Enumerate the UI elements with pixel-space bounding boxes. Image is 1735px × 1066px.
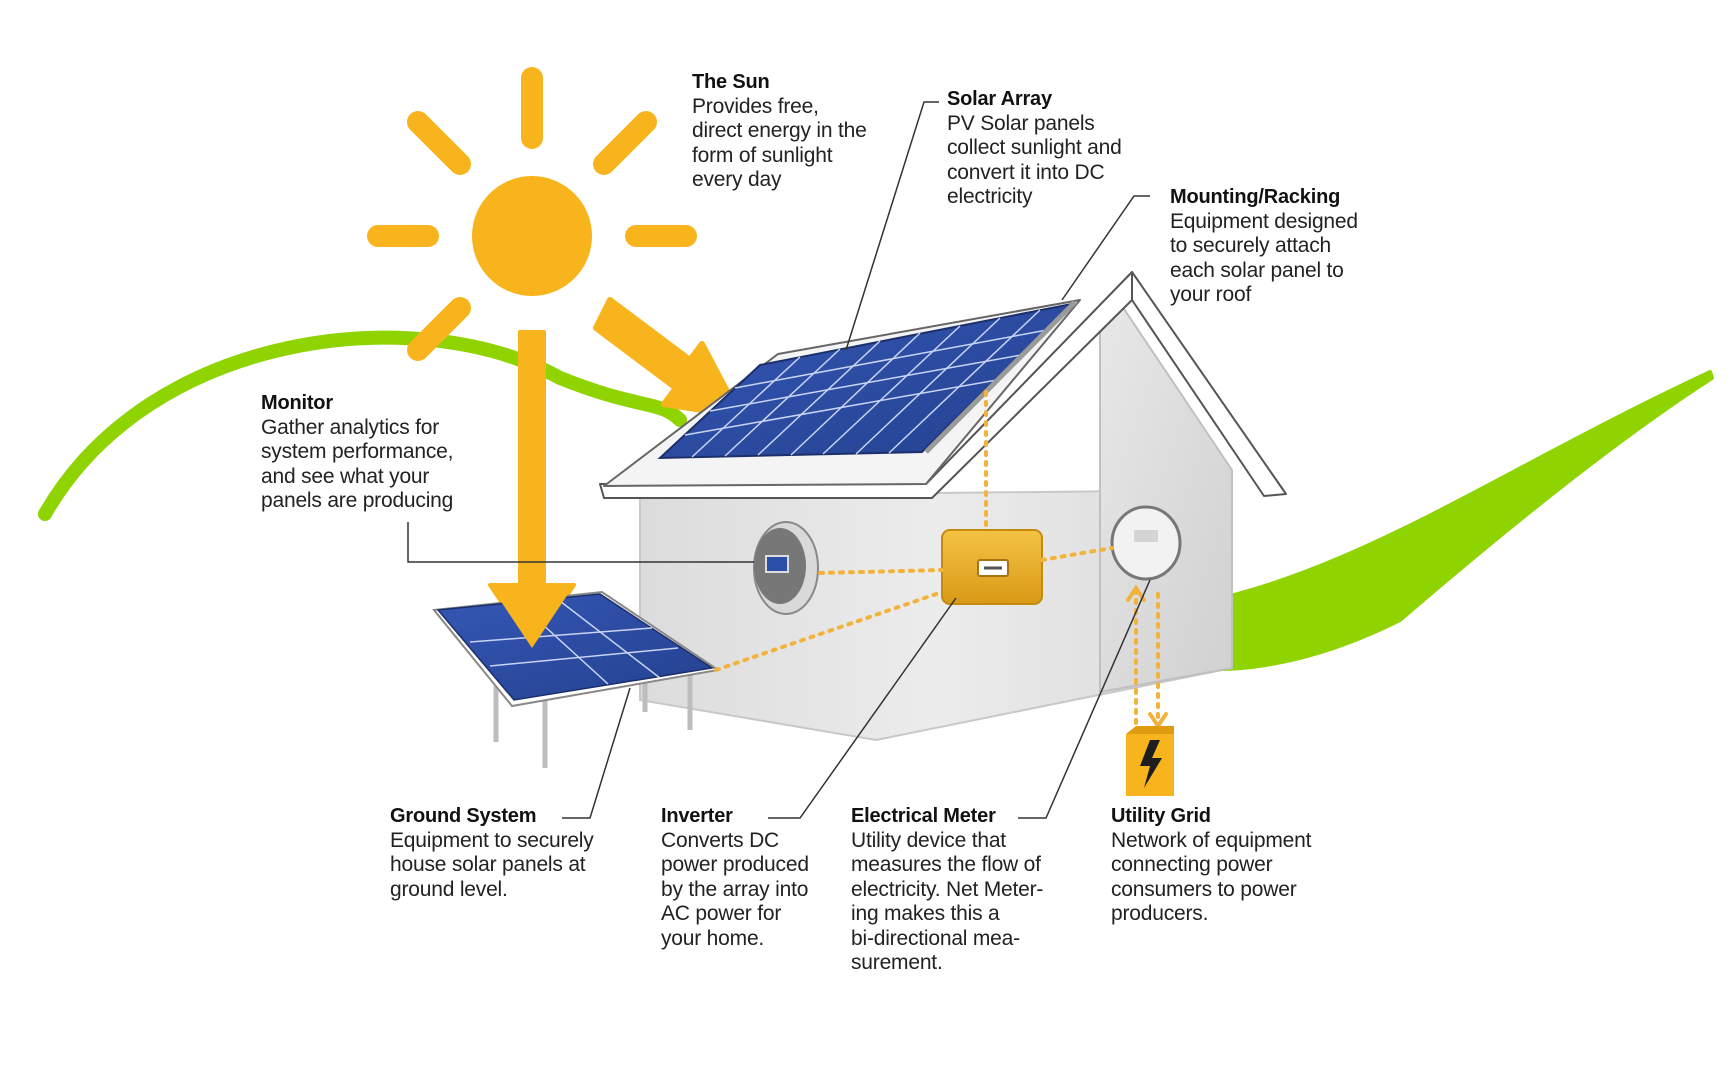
- label-title: Utility Grid: [1111, 805, 1211, 827]
- label-description: Equipment to securely house solar panels…: [390, 828, 594, 901]
- label-title: The Sun: [692, 71, 770, 93]
- leader-lines: [407, 101, 1151, 819]
- label-description: Gather analytics for system performance,…: [261, 415, 454, 513]
- label-utility-grid: Utility Grid Network of equipment connec…: [1111, 804, 1351, 927]
- label-solar-array: Solar Array PV Solar panels collect sunl…: [947, 87, 1177, 210]
- label-title: Mounting/Racking: [1170, 186, 1341, 208]
- label-description: Equipment designed to securely attach ea…: [1170, 209, 1358, 307]
- green-swoosh-right: [1163, 370, 1714, 672]
- electrical-meter: [1110, 505, 1182, 581]
- label-description: Network of equipment connecting power co…: [1111, 828, 1312, 926]
- mounting-rail: [924, 300, 1077, 454]
- ground-solar-panel: [432, 590, 721, 768]
- label-description: Provides free, direct energy in the form…: [692, 94, 867, 192]
- monitor-device: [753, 521, 819, 615]
- label-title: Monitor: [261, 392, 333, 414]
- label-title: Ground System: [390, 805, 537, 827]
- label-monitor: Monitor Gather analytics for system perf…: [261, 391, 491, 514]
- label-description: PV Solar panels collect sunlight and con…: [947, 111, 1122, 209]
- label-inverter: Inverter Converts DC power produced by t…: [661, 804, 841, 951]
- label-description: Converts DC power produced by the array …: [661, 828, 809, 950]
- label-description: Utility device that measures the flow of…: [851, 828, 1044, 975]
- inverter-device: [941, 529, 1043, 605]
- label-title: Electrical Meter: [851, 805, 996, 827]
- label-ground-system: Ground System Equipment to securely hous…: [390, 804, 630, 902]
- label-electrical-meter: Electrical Meter Utility device that mea…: [851, 804, 1081, 976]
- label-title: Solar Array: [947, 88, 1052, 110]
- label-title: Inverter: [661, 805, 733, 827]
- solar-array-roof: [657, 302, 1076, 460]
- label-mounting-racking: Mounting/Racking Equipment designed to s…: [1170, 185, 1410, 308]
- lightning-bolt-icon: [1126, 726, 1174, 796]
- green-swoosh: [38, 330, 687, 521]
- label-the-sun: The Sun Provides free, direct energy in …: [692, 70, 912, 193]
